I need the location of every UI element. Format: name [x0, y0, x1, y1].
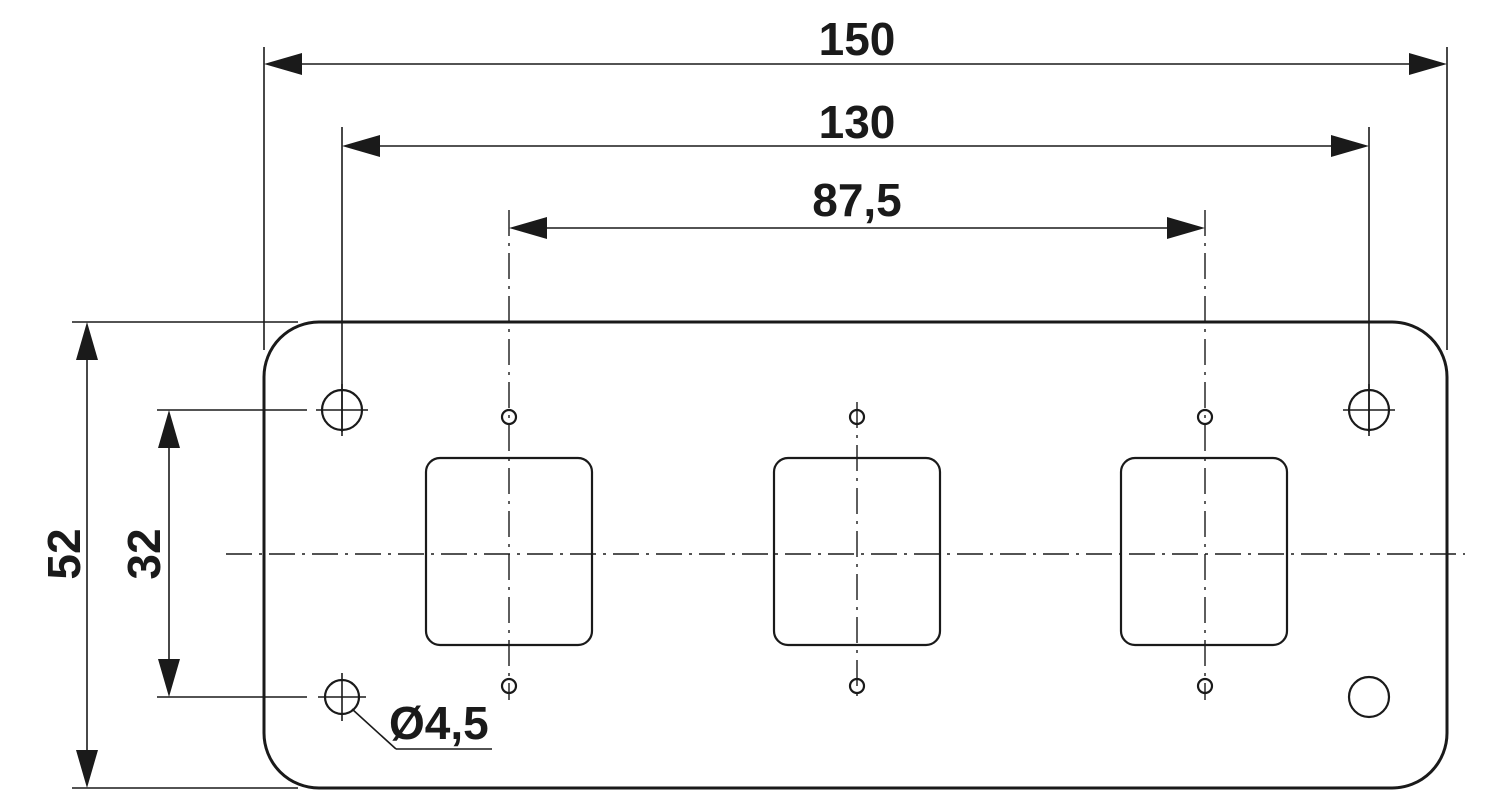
arrowhead-87-5-right — [1167, 217, 1205, 239]
plate-outline — [262, 320, 1449, 790]
screw-hole-middle-top — [848, 408, 866, 426]
arrowhead-32-top — [158, 410, 180, 448]
dimension-label-87-5: 87,5 — [812, 174, 902, 226]
mounting-hole-bottom-right — [1347, 675, 1391, 719]
arrowhead-130-left — [342, 135, 380, 157]
mounting-hole-top-right — [1343, 384, 1395, 436]
arrowhead-52-bottom — [76, 750, 98, 788]
screw-hole-middle-bottom — [848, 677, 866, 695]
dimension-label-130: 130 — [819, 96, 896, 148]
cutout-left — [424, 456, 594, 647]
arrowhead-150-left — [264, 53, 302, 75]
dimension-label-150: 150 — [819, 13, 896, 65]
arrowhead-150-right — [1409, 53, 1447, 75]
dimension-label-32: 32 — [118, 528, 170, 579]
cutout-middle — [772, 456, 942, 647]
arrowhead-52-top — [76, 322, 98, 360]
screw-hole-left-bottom — [500, 677, 518, 695]
cutout-right — [1119, 456, 1289, 647]
screw-hole-right-top — [1196, 408, 1214, 426]
screw-hole-left-top — [500, 408, 518, 426]
arrowhead-87-5-left — [509, 217, 547, 239]
screw-hole-right-bottom — [1196, 677, 1214, 695]
arrowhead-32-bottom — [158, 659, 180, 697]
diameter-leader-diagonal — [351, 708, 397, 750]
arrowhead-130-right — [1331, 135, 1369, 157]
mounting-hole-top-left — [316, 384, 368, 436]
mounting-hole-bottom-left — [318, 673, 366, 721]
dimension-label-52: 52 — [38, 528, 90, 579]
diameter-label: Ø4,5 — [389, 697, 489, 749]
